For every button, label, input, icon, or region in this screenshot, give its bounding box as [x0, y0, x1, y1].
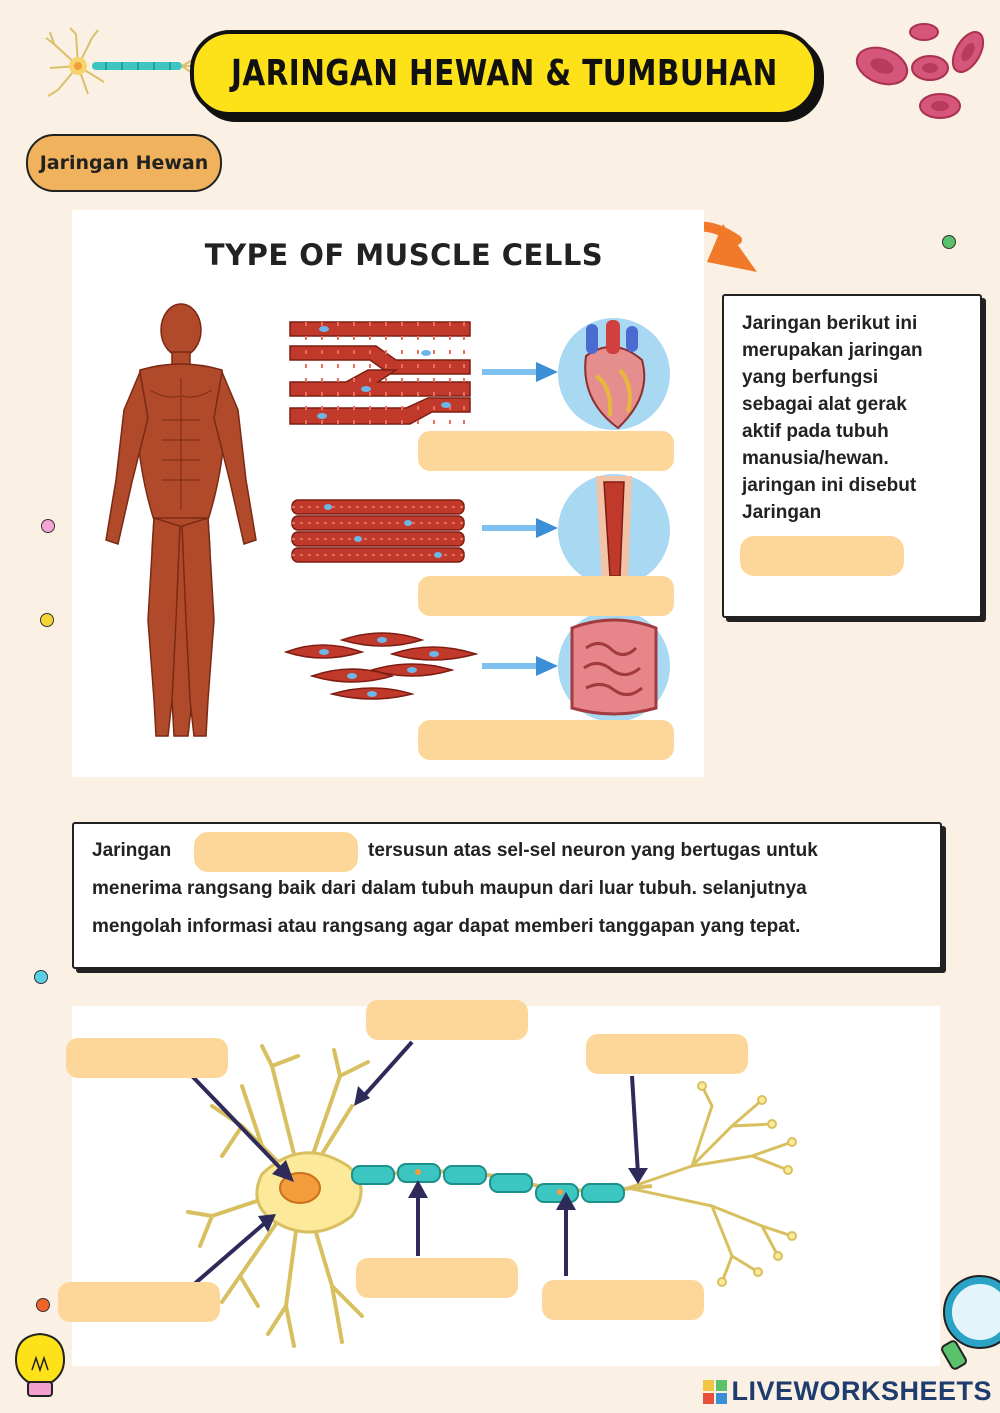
arrow-icon	[482, 518, 558, 538]
dot-decoration	[41, 519, 55, 533]
title-banner: JARINGAN HEWAN & TUMBUHAN	[190, 30, 818, 116]
description-line: Jaringan	[742, 502, 822, 523]
magnifier-icon	[941, 1275, 1000, 1370]
dot-decoration	[36, 1298, 50, 1312]
leg-muscle-illustration	[558, 474, 670, 586]
neuron-dendrite-answer-field[interactable]	[366, 1000, 528, 1040]
lightbulb-icon	[14, 1332, 66, 1397]
arrow-icon	[482, 362, 558, 382]
description-line: Jaringan berikut ini	[742, 313, 918, 334]
liveworksheets-logo-icon	[703, 1379, 728, 1404]
nerve-text-line3: mengolah informasi atau rangsang agar da…	[92, 916, 801, 937]
description-line: yang berfungsi	[742, 367, 879, 388]
description-line: merupakan jaringan	[742, 340, 923, 361]
cardiac-muscle-answer-field[interactable]	[418, 431, 674, 471]
dot-decoration	[942, 235, 956, 249]
skeletal-muscle-answer-field[interactable]	[418, 576, 674, 616]
description-line: manusia/hewan.	[742, 448, 889, 469]
dot-decoration	[34, 970, 48, 984]
muscle-figure-card: TYPE OF MUSCLE CELLS	[72, 210, 704, 777]
description-line: jaringan ini disebut	[742, 475, 917, 496]
muscle-tissue-answer-field[interactable]	[740, 536, 904, 576]
muscle-figure-title: TYPE OF MUSCLE CELLS	[204, 238, 604, 272]
cardiac-muscle-cells-illustration	[289, 321, 471, 425]
neuron-node-answer-field[interactable]	[542, 1280, 704, 1320]
neuron-decoration-icon	[45, 27, 223, 97]
smooth-muscle-answer-field[interactable]	[418, 720, 674, 760]
nerve-text-line2: menerima rangsang baik dari dalam tubuh …	[92, 878, 807, 899]
page-title: JARINGAN HEWAN & TUMBUHAN	[230, 52, 778, 94]
muscle-description-box: Jaringan berikut ini merupakan jaringan …	[722, 294, 982, 618]
skeletal-muscle-cells-illustration	[291, 499, 465, 563]
human-muscle-body-illustration	[105, 303, 257, 737]
section-label: Jaringan Hewan	[26, 134, 222, 192]
nerve-text-prefix: Jaringan	[92, 840, 172, 861]
description-line: aktif pada tubuh	[742, 421, 889, 442]
intestine-organ-illustration	[558, 610, 670, 722]
dot-decoration	[40, 613, 54, 627]
neuron-myelin-answer-field[interactable]	[356, 1258, 518, 1298]
smooth-muscle-cells-illustration	[283, 632, 479, 700]
heart-organ-illustration	[558, 318, 670, 430]
neuron-diagram-panel	[58, 1000, 940, 1366]
nerve-text-line1: tersusun atas sel-sel neuron yang bertug…	[368, 840, 818, 861]
liveworksheets-watermark: LIVEWORKSHEETS	[703, 1376, 992, 1407]
muscle-description-text: Jaringan berikut ini merupakan jaringan …	[742, 310, 968, 526]
watermark-text: LIVEWORKSHEETS	[731, 1376, 992, 1406]
neuron-illustration	[186, 1040, 797, 1348]
blood-cells-icon	[855, 23, 985, 119]
description-line: sebagai alat gerak	[742, 394, 907, 415]
neuron-nucleus-answer-field[interactable]	[66, 1038, 228, 1078]
neuron-axon-terminal-answer-field[interactable]	[586, 1034, 748, 1074]
nerve-tissue-answer-field[interactable]	[194, 832, 358, 872]
neuron-cell-body-answer-field[interactable]	[58, 1282, 220, 1322]
arrow-icon	[482, 656, 558, 676]
nerve-tissue-text-box: Jaringan tersusun atas sel-sel neuron ya…	[72, 822, 942, 969]
